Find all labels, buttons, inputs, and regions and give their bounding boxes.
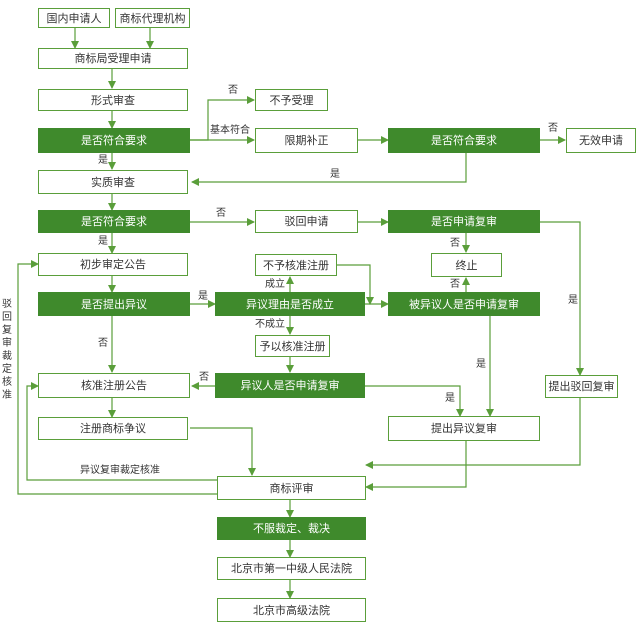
node-label: 无效申请 <box>579 134 623 147</box>
node-label: 不服裁定、裁决 <box>253 522 330 535</box>
apply-review-question-node: 是否申请复审 <box>388 210 540 233</box>
edge-label-valid: 成立 <box>265 279 285 290</box>
opposition-question-node: 是否提出异议 <box>38 292 190 316</box>
node-label: 驳回申请 <box>284 215 329 228</box>
invalid-application-node: 无效申请 <box>566 128 636 153</box>
edge-label-reject-review-decision: 驳回复审裁定核准 <box>2 299 12 401</box>
edge-label-no: 否 <box>199 372 209 383</box>
registration-dispute-node: 注册商标争议 <box>38 417 188 440</box>
trademark-agency-node: 商标代理机构 <box>115 8 190 28</box>
edge-label-no: 否 <box>548 123 558 134</box>
node-label: 国内申请人 <box>46 11 102 25</box>
node-label: 实质审查 <box>91 175 135 189</box>
rejected-node: 驳回申请 <box>255 210 358 233</box>
node-label: 商标评审 <box>269 481 314 495</box>
node-label: 被异议人是否申请复审 <box>409 297 519 311</box>
node-label: 商标代理机构 <box>119 11 186 25</box>
edge-label-yes: 是 <box>330 169 340 180</box>
node-label: 是否提出异议 <box>81 297 147 311</box>
node-label: 北京市高级法院 <box>253 603 330 617</box>
high-court-node: 北京市高级法院 <box>217 598 366 622</box>
meets-requirements-3-node: 是否符合要求 <box>38 210 190 233</box>
node-label: 予以核准注册 <box>259 339 326 353</box>
edge-label-yes: 是 <box>445 393 455 404</box>
node-label: 终止 <box>455 258 478 272</box>
node-label: 是否符合要求 <box>81 215 147 228</box>
edge-label-yes: 是 <box>568 295 578 306</box>
office-accept-node: 商标局受理申请 <box>38 48 188 69</box>
node-label: 限期补正 <box>284 134 329 147</box>
node-label: 注册商标争议 <box>80 422 146 435</box>
node-label: 异议理由是否成立 <box>246 297 334 311</box>
opponent-review-question-node: 异议人是否申请复审 <box>215 373 365 398</box>
not-accepted-node: 不予受理 <box>255 89 328 111</box>
node-label: 商标局受理申请 <box>74 52 152 65</box>
terminated-node: 终止 <box>431 253 502 277</box>
meets-requirements-2-node: 是否符合要求 <box>388 128 540 153</box>
appeal-node: 不服裁定、裁决 <box>217 517 366 540</box>
approve-registration-node: 予以核准注册 <box>255 335 330 357</box>
node-label: 提出异议复审 <box>431 422 497 435</box>
substantive-exam-node: 实质审查 <box>38 170 188 194</box>
node-label: 异议人是否申请复审 <box>240 379 340 392</box>
node-label: 核准注册公告 <box>81 379 147 392</box>
edge-label-yes: 是 <box>476 359 486 370</box>
meets-requirements-1-node: 是否符合要求 <box>38 128 190 153</box>
node-label: 是否符合要求 <box>81 134 147 147</box>
opposition-valid-question-node: 异议理由是否成立 <box>215 292 365 316</box>
domestic-applicant-node: 国内申请人 <box>38 8 110 28</box>
edge-label-not-valid: 不成立 <box>255 319 285 330</box>
edge-label-no: 否 <box>228 85 238 96</box>
node-label: 是否申请复审 <box>431 215 497 228</box>
edge-label-yes: 是 <box>98 236 108 247</box>
correction-node: 限期补正 <box>255 128 358 153</box>
registration-announcement-node: 核准注册公告 <box>38 373 190 398</box>
node-label: 不予受理 <box>269 93 314 107</box>
edge-label-no: 否 <box>450 279 460 290</box>
node-label: 初步审定公告 <box>80 258 146 271</box>
first-intermediate-court-node: 北京市第一中级人民法院 <box>217 557 366 580</box>
reject-review-node: 提出驳回复审 <box>545 375 618 398</box>
prelim-announcement-node: 初步审定公告 <box>38 253 188 276</box>
formal-exam-node: 形式审查 <box>38 89 188 111</box>
opposed-review-question-node: 被异议人是否申请复审 <box>388 292 540 316</box>
edge-label-no: 否 <box>450 238 460 249</box>
trademark-board-node: 商标评审 <box>217 476 366 500</box>
opposition-review-node: 提出异议复审 <box>388 416 540 441</box>
node-label: 不予核准注册 <box>263 258 329 272</box>
node-label: 提出驳回复审 <box>548 380 615 393</box>
edge-label-opposition-review-decision: 异议复审裁定核准 <box>80 465 160 476</box>
node-label: 是否符合要求 <box>431 134 497 147</box>
edge-label-yes: 是 <box>198 291 208 302</box>
edge-label-yes: 是 <box>98 155 108 166</box>
no-registration-approval-node: 不予核准注册 <box>255 254 337 276</box>
node-label: 北京市第一中级人民法院 <box>231 562 352 575</box>
edge-label-no: 否 <box>98 338 108 349</box>
edge-label-basically-meets: 基本符合 <box>210 125 250 136</box>
node-label: 形式审查 <box>91 93 135 107</box>
edge-label-no: 否 <box>216 208 226 219</box>
